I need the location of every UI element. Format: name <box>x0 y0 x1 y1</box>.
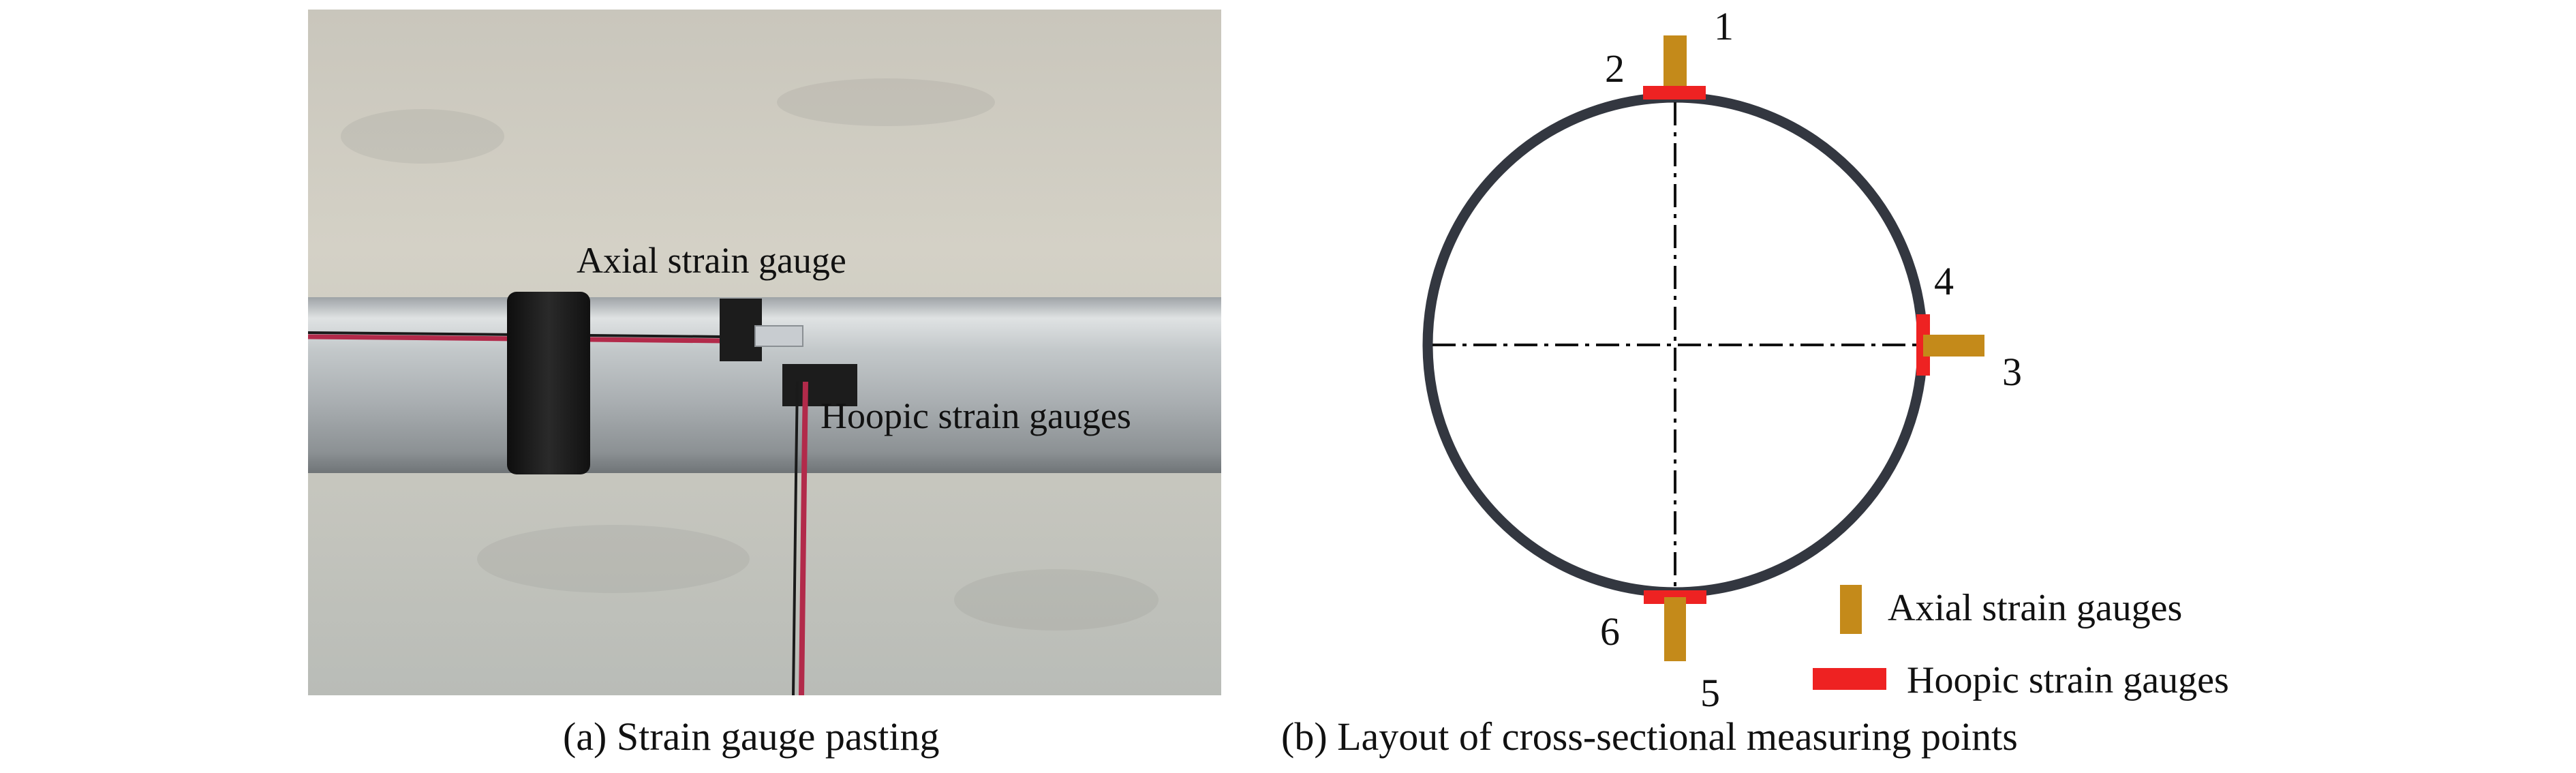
axial-gauge-point-1 <box>1663 35 1687 95</box>
axial-gauge-point-5 <box>1664 597 1686 661</box>
point-label-3: 3 <box>2002 350 2022 394</box>
caption-panel-b: (b) Layout of cross-sectional measuring … <box>1281 714 2018 759</box>
point-label-5: 5 <box>1700 671 1720 715</box>
hoopic-lead-wire <box>799 381 808 696</box>
steel-pipe <box>308 297 1221 473</box>
hoopic-gauge-point-2 <box>1643 86 1706 100</box>
point-label-1: 1 <box>1714 4 1734 48</box>
legend-axial-label: Axial strain gauges <box>1888 587 2182 629</box>
point-label-6: 6 <box>1600 609 1620 654</box>
black-band-clamp <box>507 292 590 474</box>
axial-gauge-point-3 <box>1923 335 1984 357</box>
legend-hoopic-label: Hoopic strain gauges <box>1907 659 2229 701</box>
cross-section-diagram: 1 2 3 4 5 6 Axial strain gauges Hoopic s… <box>1422 4 2229 715</box>
legend: Axial strain gauges Hoopic strain gauges <box>1813 585 2229 701</box>
hoopic-gauge-tab <box>782 364 857 406</box>
strain-gauge-photo: Axial strain gauge Hoopic strain gauges <box>307 10 1221 696</box>
hoopic-gauge-label: Hoopic strain gauges <box>821 395 1131 436</box>
point-label-2: 2 <box>1605 46 1625 91</box>
point-label-4: 4 <box>1934 259 1954 303</box>
legend-axial-swatch <box>1840 585 1862 634</box>
hoopic-lead-wire-black <box>792 381 799 696</box>
legend-hoopic-swatch <box>1813 668 1886 690</box>
axial-gauge-label: Axial strain gauge <box>577 240 846 281</box>
axial-gauge-foil <box>754 325 803 347</box>
caption-panel-a: (a) Strain gauge pasting <box>563 714 940 759</box>
